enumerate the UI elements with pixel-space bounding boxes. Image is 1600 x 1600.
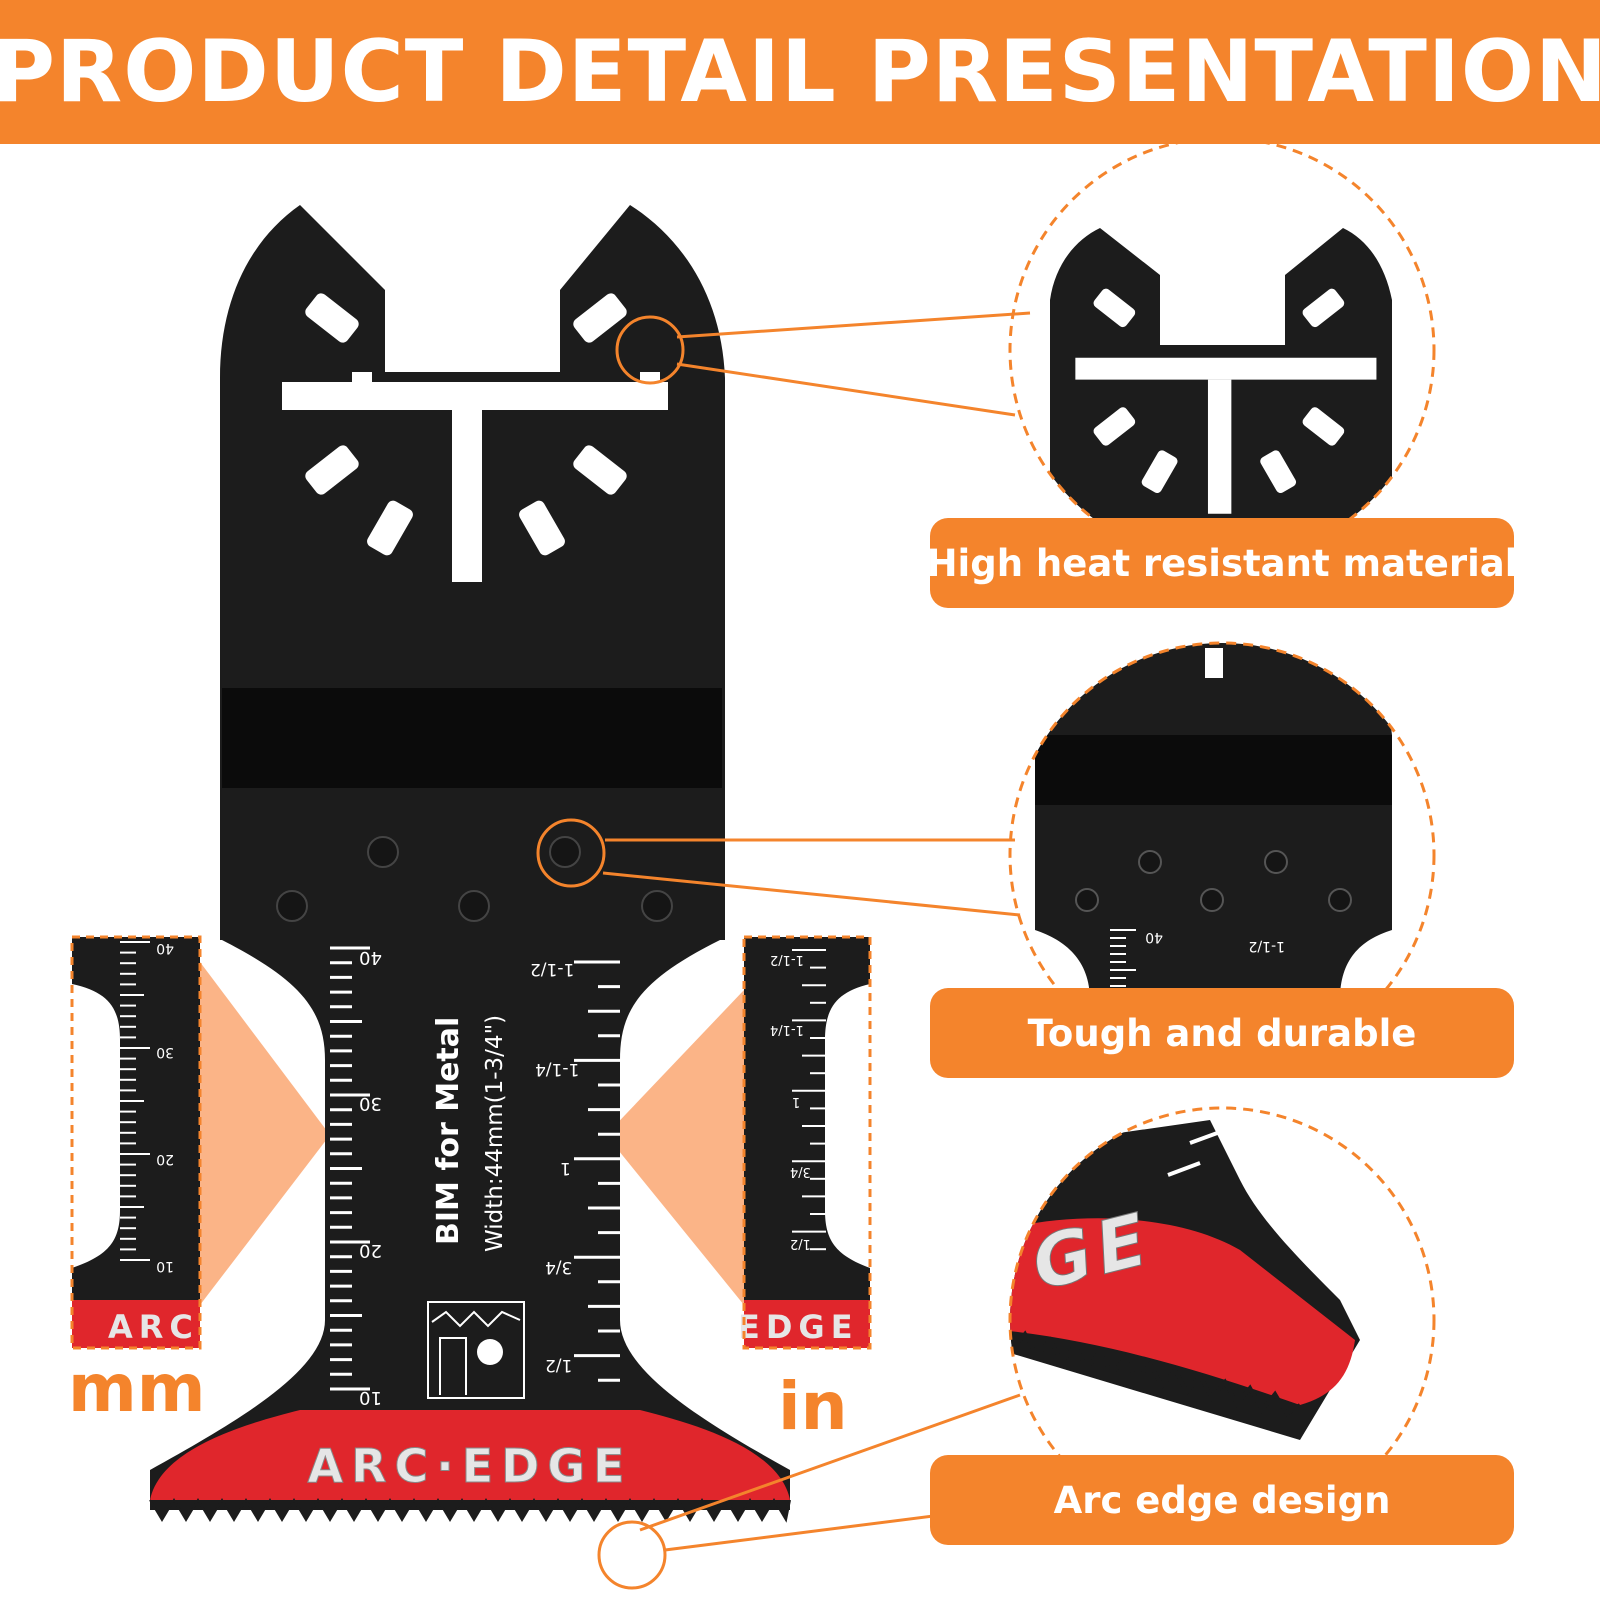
blade-edge-text: ARC·EDGE bbox=[307, 1439, 632, 1493]
detail-circle-edge: GE bbox=[1008, 1106, 1436, 1534]
left-zoom-tick: 20 bbox=[156, 1151, 174, 1167]
inch-tick-label: 1/2 bbox=[545, 1355, 572, 1375]
mm-tick-label: 40 bbox=[359, 947, 382, 968]
blade-width-text: Width:44mm(1-3/4") bbox=[482, 1015, 508, 1252]
mm-tick-label: 30 bbox=[359, 1093, 382, 1114]
left-zoom-inset: ARC 40 30 20 10 bbox=[70, 935, 202, 1350]
unit-label-in: in bbox=[778, 1368, 848, 1445]
mm-tick-label: 20 bbox=[359, 1240, 382, 1261]
right-zoom-tick: 1/2 bbox=[790, 1236, 811, 1251]
right-zoom-tick: 1-1/4 bbox=[770, 1022, 804, 1037]
main-blade: 40 30 20 10 1-1/2 1-1/4 1 3/4 1/2 BIM fo… bbox=[149, 205, 791, 1523]
marker-teeth bbox=[597, 1520, 667, 1590]
feature-label-durable: Tough and durable bbox=[930, 988, 1514, 1078]
right-zoom-tick: 3/4 bbox=[790, 1164, 811, 1179]
left-zoom-tick: 40 bbox=[156, 940, 174, 956]
detail-tick: 40 bbox=[1145, 929, 1163, 945]
detail-circle-hub bbox=[1008, 136, 1436, 564]
feature-label-arc-edge: Arc edge design bbox=[930, 1455, 1514, 1545]
inch-tick-label: 1-1/4 bbox=[535, 1059, 579, 1079]
leader-lines bbox=[602, 311, 1031, 1552]
right-zoom-tick: 1-1/2 bbox=[770, 952, 804, 967]
right-zoom-cone bbox=[606, 990, 744, 1305]
marker-hub bbox=[615, 315, 685, 385]
marker-rivet bbox=[536, 818, 606, 888]
unit-label-mm: mm bbox=[68, 1350, 206, 1427]
feature-label-heat-resistant: High heat resistant material bbox=[927, 518, 1517, 608]
left-zoom-tick: 10 bbox=[156, 1258, 174, 1274]
inch-tick-label: 3/4 bbox=[545, 1257, 572, 1277]
inch-tick-label: 1-1/2 bbox=[530, 959, 574, 979]
left-zoom-edge-text: ARC bbox=[108, 1308, 199, 1346]
right-zoom-edge-text: EDGE bbox=[738, 1308, 859, 1346]
mm-tick-label: 10 bbox=[359, 1387, 382, 1408]
banner-title: PRODUCT DETAIL PRESENTATION bbox=[0, 22, 1600, 122]
right-zoom-inset: EDGE 1-1/2 1-1/4 1 3/4 1/2 bbox=[738, 935, 872, 1350]
detail-tick: 1-1/2 bbox=[1249, 938, 1286, 954]
inch-tick-label: 1 bbox=[560, 1158, 571, 1178]
blade-model-text: BIM for Metal bbox=[431, 1017, 466, 1245]
left-zoom-cone bbox=[200, 962, 330, 1305]
left-zoom-tick: 30 bbox=[156, 1044, 174, 1060]
right-zoom-tick: 1 bbox=[792, 1094, 800, 1109]
title-banner: PRODUCT DETAIL PRESENTATION bbox=[0, 0, 1600, 144]
material-symbol bbox=[427, 1301, 525, 1399]
